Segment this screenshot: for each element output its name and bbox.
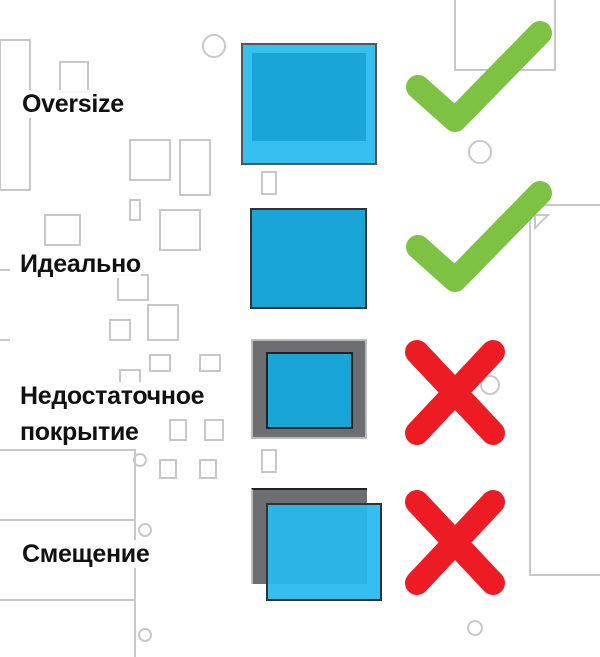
pad-under-stencil xyxy=(252,53,366,141)
stencil-aperture-ideal xyxy=(250,208,367,309)
row-label-ideal: Идеально xyxy=(20,250,141,278)
cross-icon xyxy=(405,340,505,445)
row-label-oversize: Oversize xyxy=(22,90,124,118)
stencil-aperture-offset xyxy=(266,503,382,601)
row-label-insufficient-line2: покрытие xyxy=(20,418,139,446)
check-icon xyxy=(406,181,552,292)
stencil-aperture-insufficient xyxy=(266,352,353,429)
pad-insufficient xyxy=(251,339,367,439)
cross-icon xyxy=(405,490,505,595)
row-label-offset: Смещение xyxy=(22,540,150,568)
stencil-aperture-oversize xyxy=(241,43,377,165)
row-label-insufficient-line1: Недостаточное xyxy=(20,382,205,410)
check-icon xyxy=(406,21,552,132)
